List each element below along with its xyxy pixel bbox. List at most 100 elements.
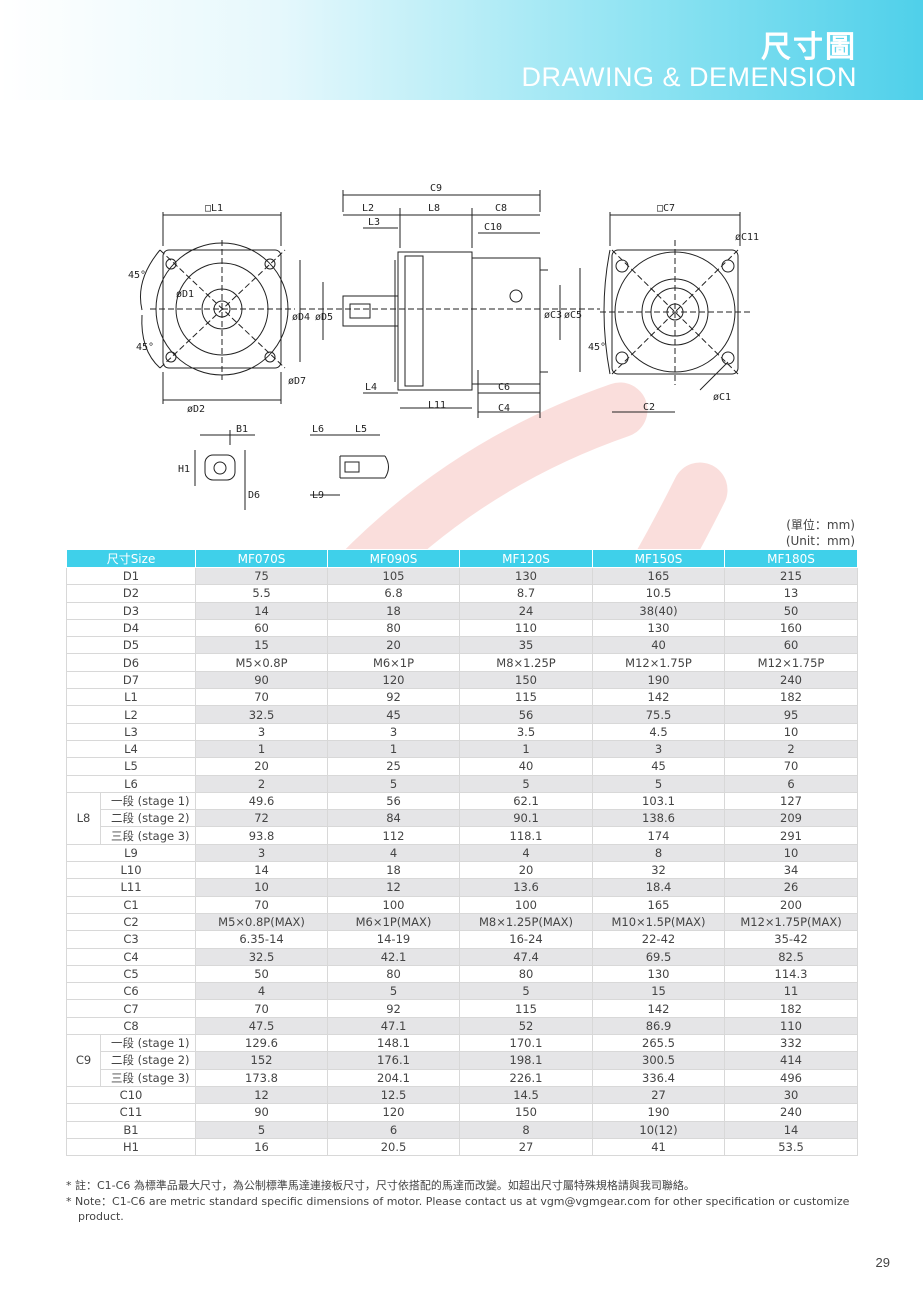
label-d7: øD7 xyxy=(288,376,306,387)
table-cell: 10 xyxy=(724,843,859,863)
table-cell: 105 xyxy=(327,566,461,586)
table-cell: 30 xyxy=(724,1085,859,1105)
label-c8: C8 xyxy=(495,203,507,214)
table-cell: 22-42 xyxy=(592,930,726,949)
table-cell: 226.1 xyxy=(459,1068,594,1087)
row-label: C1 xyxy=(65,895,197,914)
table-cell: 20 xyxy=(459,861,594,880)
label-d2: øD2 xyxy=(187,404,205,415)
table-cell: 4.5 xyxy=(592,722,726,741)
row-label: C2 xyxy=(65,912,197,932)
table-cell: 56 xyxy=(327,791,461,811)
table-cell: 165 xyxy=(592,566,726,586)
table-cell: M5×0.8P xyxy=(195,653,329,672)
model-header: MF090S xyxy=(327,549,461,568)
row-label: D6 xyxy=(65,653,197,672)
table-cell: 12 xyxy=(327,878,461,897)
table-cell: 47.4 xyxy=(459,947,594,966)
table-cell: 24 xyxy=(459,601,594,620)
label-c3: øC3 xyxy=(544,310,562,321)
table-cell: 92 xyxy=(327,688,461,707)
label-l8: L8 xyxy=(428,203,440,214)
table-cell: M6×1P(MAX) xyxy=(327,912,461,932)
table-cell: 165 xyxy=(592,895,726,914)
table-cell: 3 xyxy=(195,843,329,863)
row-label: C4 xyxy=(65,947,197,966)
table-cell: 300.5 xyxy=(592,1051,726,1070)
table-cell: 10.5 xyxy=(592,584,726,603)
table-cell: 4 xyxy=(459,843,594,863)
label-c11: øC11 xyxy=(735,232,759,243)
table-cell: 182 xyxy=(724,688,859,707)
table-cell: 25 xyxy=(327,757,461,776)
label-c5: øC5 xyxy=(564,310,582,321)
note-zh: * 註：C1-C6 為標準品最大尺寸，為公制標準馬達連接板尺寸，尺寸依搭配的馬達… xyxy=(66,1179,695,1192)
label-l9: L9 xyxy=(312,490,324,501)
table-cell: 8 xyxy=(459,1120,594,1139)
label-l11: L11 xyxy=(428,400,446,411)
table-cell: M8×1.25P xyxy=(459,653,594,672)
table-cell: 148.1 xyxy=(327,1034,461,1053)
table-cell: 118.1 xyxy=(459,826,594,845)
table-cell: 115 xyxy=(459,688,594,707)
row-label: C5 xyxy=(65,964,197,984)
label-d6: D6 xyxy=(248,490,260,501)
table-cell: 27 xyxy=(592,1085,726,1105)
label-c4: C4 xyxy=(498,403,510,414)
note-en: * Note：C1-C6 are metric standard specifi… xyxy=(66,1195,850,1223)
table-cell: 18.4 xyxy=(592,878,726,897)
table-cell: 16-24 xyxy=(459,930,594,949)
unit-zh: (單位：mm) xyxy=(786,518,855,532)
row-label: D7 xyxy=(65,670,197,690)
table-cell: 11 xyxy=(724,982,859,1001)
table-cell: M8×1.25P(MAX) xyxy=(459,912,594,932)
table-cell: 200 xyxy=(724,895,859,914)
table-cell: 5 xyxy=(459,982,594,1001)
row-label: L10 xyxy=(65,861,197,880)
page-title-zh: 尺寸圖 xyxy=(761,30,857,65)
table-cell: 6 xyxy=(327,1120,461,1139)
model-header: MF180S xyxy=(724,549,859,568)
row-label: D3 xyxy=(65,601,197,620)
table-cell: 12 xyxy=(195,1085,329,1105)
table-cell: 50 xyxy=(195,964,329,984)
table-cell: 40 xyxy=(592,636,726,655)
table-cell: 15 xyxy=(195,636,329,655)
table-cell: 130 xyxy=(592,618,726,638)
table-cell: 190 xyxy=(592,1103,726,1122)
table-cell: 53.5 xyxy=(724,1137,859,1157)
row-label: D4 xyxy=(65,618,197,638)
table-cell: 5 xyxy=(327,982,461,1001)
table-cell: 3 xyxy=(327,722,461,741)
table-cell: 291 xyxy=(724,826,859,845)
table-cell: 42.1 xyxy=(327,947,461,966)
table-cell: 41 xyxy=(592,1137,726,1157)
dimension-table: 尺寸Size MF070S MF090S MF120S MF150S MF180… xyxy=(65,549,859,1157)
table-cell: 75.5 xyxy=(592,705,726,724)
row-label: D1 xyxy=(65,566,197,586)
table-cell: 103.1 xyxy=(592,791,726,811)
table-cell: 70 xyxy=(195,688,329,707)
row-label: L4 xyxy=(65,739,197,759)
table-cell: M12×1.75P xyxy=(592,653,726,672)
table-cell: 130 xyxy=(592,964,726,984)
table-cell: 75 xyxy=(195,566,329,586)
table-header-row: 尺寸Size MF070S MF090S MF120S MF150S MF180… xyxy=(65,549,859,568)
table-cell: 38(40) xyxy=(592,601,726,620)
table-cell: 47.1 xyxy=(327,1016,461,1036)
row-stage-label: 二段 (stage 2) xyxy=(99,1051,197,1070)
table-cell: 84 xyxy=(327,809,461,828)
